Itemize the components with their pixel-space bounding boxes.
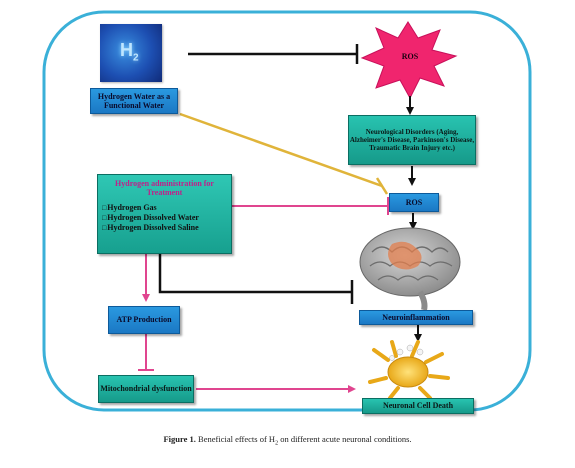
- h2-tile-label: H2: [120, 40, 139, 64]
- ros-mid-box: ROS: [389, 193, 439, 212]
- neuroinflammation-box: Neuroinflammation: [359, 310, 473, 325]
- treatment-item: Hydrogen Dissolved Water: [102, 213, 231, 222]
- caption-label: Figure 1.: [163, 434, 196, 444]
- treatment-item: Hydrogen Dissolved Saline: [102, 223, 231, 232]
- inhibit-bar-water-ros: [375, 177, 389, 195]
- neuronal-cell-death-box: Neuronal Cell Death: [362, 398, 474, 414]
- hydrogen-h2-tile: H2: [100, 24, 162, 82]
- figure-caption: Figure 1. Beneficial effects of H2 on di…: [0, 434, 575, 447]
- brain-illustration: [359, 227, 461, 311]
- outer-frame: [42, 10, 532, 412]
- atp-production-box: ATP Production: [108, 306, 180, 334]
- caption-text-end: on different acute neuronal conditions.: [278, 434, 412, 444]
- mitochondrial-dysfunction-box: Mitochondrial dysfunction: [98, 375, 194, 403]
- neurological-disorders-box: Neurological Disorders (Aging, Alzheimer…: [348, 115, 476, 165]
- neuron-illustration: [368, 340, 450, 400]
- treatment-item: Hydrogen Gas: [102, 203, 231, 212]
- inhibit-line-water-ros: [179, 112, 383, 188]
- caption-text: Beneficial effects of H: [198, 434, 276, 444]
- ros-top-label: ROS: [401, 52, 419, 62]
- treatment-title: Hydrogen administration for Treatment: [115, 179, 214, 198]
- treatment-box: Hydrogen administration for Treatment Hy…: [97, 174, 232, 254]
- inhibit-line-treat-inflam: [158, 254, 352, 294]
- treatment-list: Hydrogen Gas Hydrogen Dissolved Water Hy…: [102, 203, 231, 232]
- caption-subscript: 2: [275, 440, 279, 447]
- hydrogen-water-box: Hydrogen Water as a Functional Water: [90, 88, 178, 114]
